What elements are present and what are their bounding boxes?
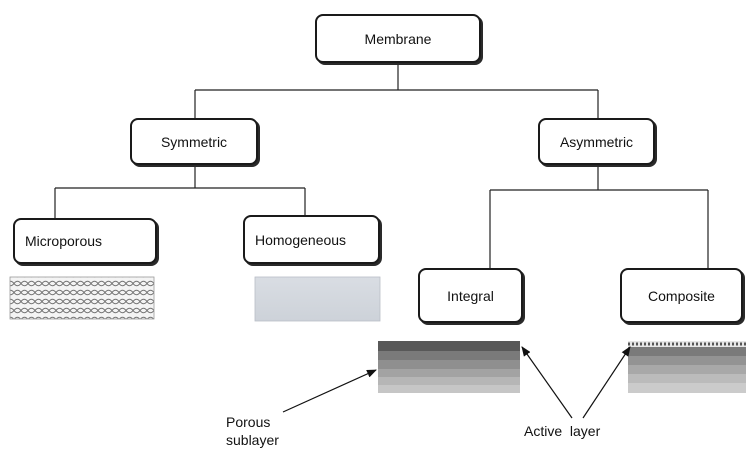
asymmetric-node: Asymmetric	[538, 118, 655, 165]
composite-node: Composite	[620, 268, 743, 323]
membrane-label: Membrane	[364, 30, 432, 47]
composite-label: Composite	[648, 287, 715, 304]
symmetric-label: Symmetric	[160, 133, 228, 150]
porous-sublayer-arrow	[282, 369, 377, 413]
integral-label: Integral	[447, 287, 494, 304]
tree-connectors	[54, 63, 709, 268]
porous-label-line1: Porous	[226, 414, 271, 430]
annotation-arrows	[282, 346, 631, 419]
homogeneous-illustration	[254, 276, 381, 322]
integral-node: Integral	[418, 268, 523, 323]
active-layer-label: Active layer	[524, 423, 601, 439]
microporous-illustration	[9, 276, 155, 320]
active-layer-arrow-composite	[582, 346, 631, 419]
integral-illustration	[378, 341, 520, 393]
microporous-node: Microporous	[13, 218, 157, 264]
homogeneous-label: Homogeneous	[255, 231, 347, 248]
porous-label-line2: sublayer	[226, 432, 279, 448]
symmetric-node: Symmetric	[130, 118, 258, 165]
porous-sublayer-label: Porous sublayer	[226, 413, 279, 449]
membrane-node: Membrane	[315, 14, 481, 63]
asymmetric-label: Asymmetric	[559, 133, 634, 150]
homogeneous-node: Homogeneous	[243, 215, 380, 264]
microporous-label: Microporous	[25, 233, 103, 249]
active-layer-arrow-integral	[521, 346, 573, 419]
composite-illustration	[628, 341, 746, 393]
